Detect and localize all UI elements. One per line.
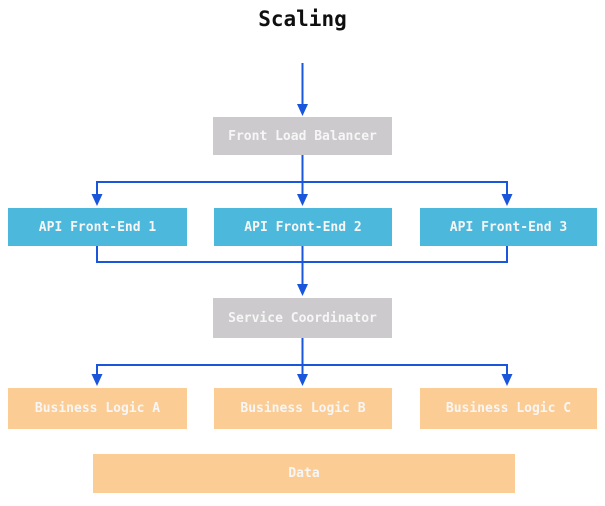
arrowhead-icon bbox=[297, 104, 308, 116]
arrowhead-icon bbox=[297, 374, 308, 386]
node-business-logic-a: Business Logic A bbox=[8, 388, 187, 429]
node-api-front-end-3: API Front-End 3 bbox=[420, 208, 597, 246]
node-api-front-end-2: API Front-End 2 bbox=[214, 208, 392, 246]
node-data: Data bbox=[93, 454, 515, 493]
node-business-logic-b: Business Logic B bbox=[214, 388, 392, 429]
arrowhead-icon bbox=[501, 374, 513, 386]
arrowhead-icon bbox=[501, 194, 513, 206]
diagram-title: Scaling bbox=[258, 7, 347, 31]
arrowhead-icon bbox=[297, 194, 308, 206]
arrowhead-icon bbox=[297, 284, 308, 296]
node-front-load-balancer: Front Load Balancer bbox=[213, 117, 392, 155]
node-service-coordinator: Service Coordinator bbox=[213, 298, 392, 338]
arrowhead-icon bbox=[91, 194, 103, 206]
arrowhead-icon bbox=[91, 374, 103, 386]
node-api-front-end-1: API Front-End 1 bbox=[8, 208, 187, 246]
node-business-logic-c: Business Logic C bbox=[420, 388, 597, 429]
